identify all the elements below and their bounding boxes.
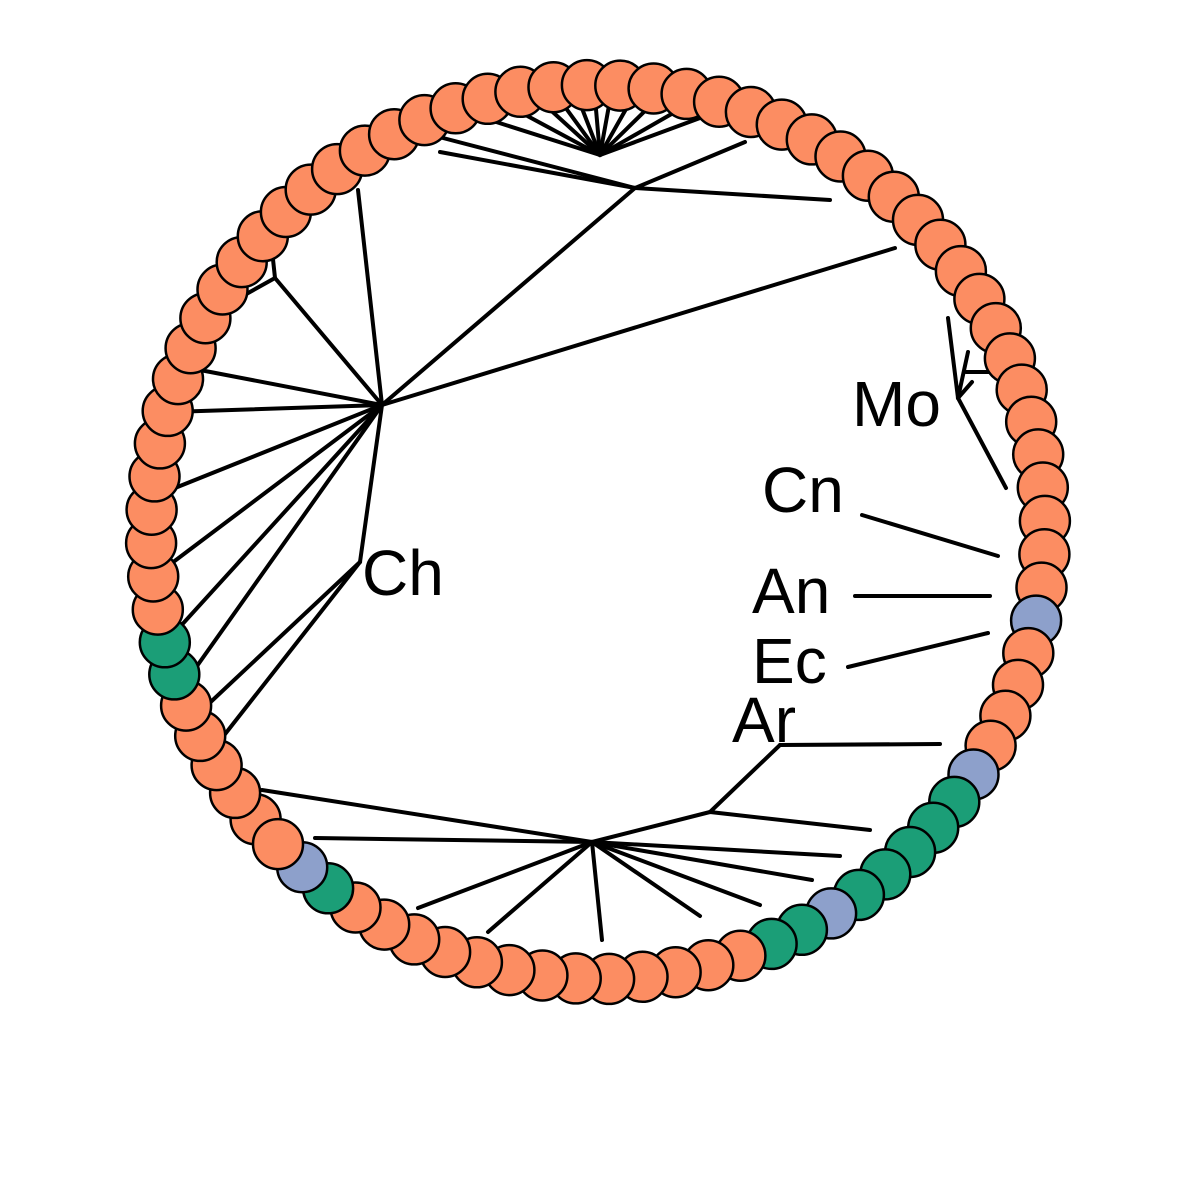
tree-edge [598,110,677,157]
tree-edge [313,836,594,844]
tree-edge [590,840,604,942]
tree-edge [708,743,782,814]
tree-edge [416,840,594,910]
tree-edge [846,631,990,669]
label-ch: Ch [362,537,444,609]
tree-edge [518,110,602,157]
tree-edge [633,186,832,202]
tree-edge [956,380,974,400]
tree-edge [198,368,384,407]
tree-edge [380,246,897,407]
tree-edge [590,810,712,844]
tree-edge [198,560,362,714]
tree-edge [590,840,702,918]
label-mo: Mo [852,368,941,440]
tree-edge [380,186,637,407]
leaf-node-orange [251,817,305,871]
tree-edge [708,810,872,832]
tree-edge [956,350,970,400]
label-ec: Ec [752,625,827,697]
tree-edge [860,513,1000,558]
tree-edge [598,98,612,157]
tree-edge [598,116,702,157]
tree-edge [956,396,1008,490]
tree-edge [598,104,652,157]
tree-edge [438,150,637,190]
tree-edge [166,403,384,642]
tree-edge [168,403,384,414]
tree-edge [946,316,960,400]
tree-edge [260,788,594,844]
node-labels: Ch Mo Cn An Ec Ar [362,368,941,756]
tree-edge [178,403,384,692]
tree-edge [273,276,384,407]
tree-edge [220,560,362,740]
label-an: An [752,555,830,627]
tree-edge [486,840,594,934]
tree-edge [590,840,762,907]
tree-edge [778,742,942,747]
tree-edge [158,403,384,574]
tree-edge [633,140,747,190]
tree-edge [163,403,384,494]
tree-edge [488,118,602,157]
tree-edge [418,130,637,190]
tree-edge [358,403,384,564]
leaf-nodes [124,58,1072,1006]
tree-edge [590,840,842,858]
label-cn: Cn [762,454,844,526]
tree-edge [356,188,384,407]
tree-edge [590,840,814,882]
label-ar: Ar [732,684,796,756]
